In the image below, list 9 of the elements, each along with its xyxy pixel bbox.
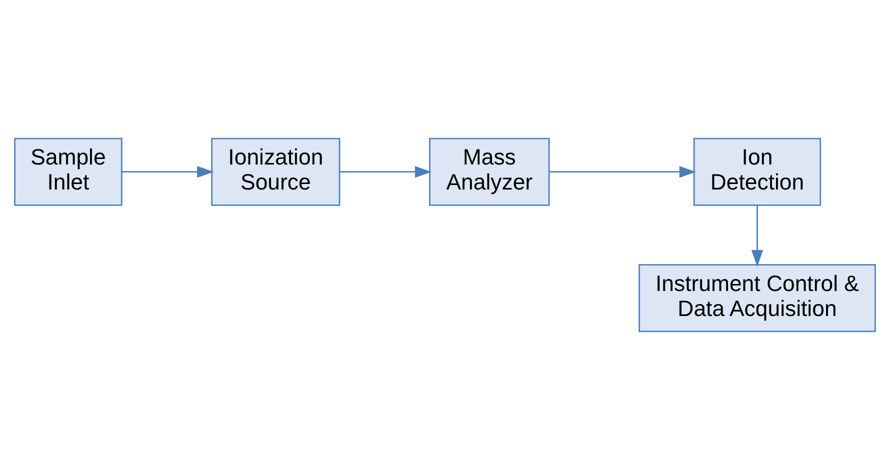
arrow — [751, 205, 764, 267]
arrow — [122, 166, 214, 178]
node-box: Instrument Control & Data Acquisition — [638, 264, 876, 332]
node-box: Mass Analyzer — [429, 138, 550, 206]
node-box: Sample Inlet — [14, 138, 122, 206]
arrow — [550, 166, 696, 178]
arrow — [340, 166, 432, 178]
node-box: Ion Detection — [693, 138, 822, 206]
node-box: Ionization Source — [211, 138, 340, 206]
